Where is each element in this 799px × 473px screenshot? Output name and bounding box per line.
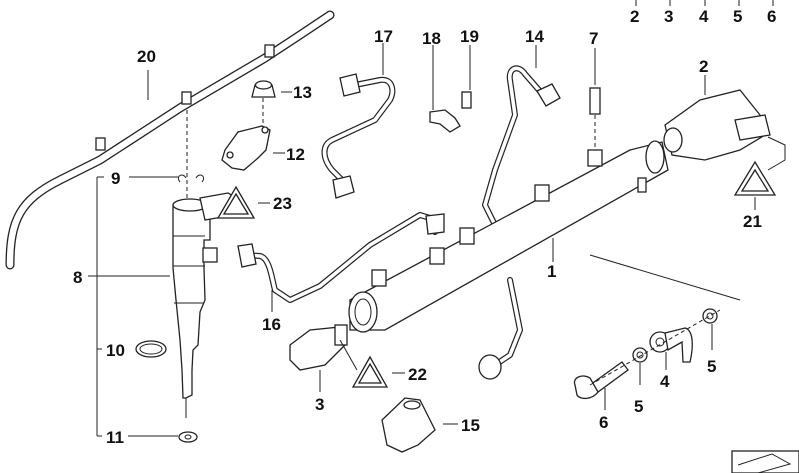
part-20-return-hose[interactable] bbox=[5, 10, 335, 270]
part-9-clip[interactable] bbox=[177, 174, 205, 183]
header-callout-6: 6 bbox=[767, 7, 777, 26]
part-12-bracket[interactable] bbox=[221, 125, 285, 171]
part-6-banjo-bolt[interactable] bbox=[573, 361, 629, 410]
callout-17[interactable]: 17 bbox=[374, 27, 393, 46]
callout-15[interactable]: 15 bbox=[461, 416, 480, 435]
callout-4[interactable]: 4 bbox=[660, 372, 670, 391]
part-18-holder[interactable] bbox=[429, 45, 461, 133]
part-21-warning-symbol[interactable] bbox=[733, 160, 777, 210]
part-5-sealing-ring-a[interactable] bbox=[632, 347, 648, 385]
callout-7[interactable]: 7 bbox=[589, 29, 599, 48]
callout-21[interactable]: 21 bbox=[743, 212, 762, 231]
part-11-washer[interactable] bbox=[178, 431, 198, 443]
callout-6[interactable]: 6 bbox=[599, 413, 609, 432]
group-bracket-8-11 bbox=[88, 176, 178, 437]
part-23-warning-symbol[interactable] bbox=[216, 185, 270, 219]
callout-1[interactable]: 1 bbox=[547, 262, 557, 281]
header-callout-5: 5 bbox=[733, 7, 743, 26]
callout-18[interactable]: 18 bbox=[422, 29, 441, 48]
part-3-pressure-sensor[interactable] bbox=[289, 324, 358, 392]
callout-5-left[interactable]: 5 bbox=[634, 397, 644, 416]
callout-16[interactable]: 16 bbox=[262, 315, 281, 334]
part-17-pipe[interactable] bbox=[321, 43, 396, 199]
header-callout-2: 2 bbox=[630, 7, 640, 26]
callout-14[interactable]: 14 bbox=[525, 27, 544, 46]
callout-5-right[interactable]: 5 bbox=[707, 357, 717, 376]
part-13-nut[interactable] bbox=[251, 80, 292, 98]
callout-10[interactable]: 10 bbox=[106, 341, 125, 360]
callout-11[interactable]: 11 bbox=[106, 428, 124, 447]
callout-8[interactable]: 8 bbox=[73, 268, 83, 287]
part-19-screw[interactable] bbox=[461, 45, 472, 109]
part-7-screw[interactable] bbox=[589, 48, 601, 115]
part-10-oring[interactable] bbox=[135, 340, 167, 358]
header-ticks bbox=[635, 0, 774, 6]
part-15-protective-cap[interactable] bbox=[381, 397, 458, 453]
callout-19[interactable]: 19 bbox=[460, 27, 479, 46]
callout-2[interactable]: 2 bbox=[699, 57, 709, 76]
header-callout-4: 4 bbox=[699, 7, 709, 26]
part-4-banjo-fitting[interactable] bbox=[649, 327, 693, 370]
part-14-lower-pipe[interactable] bbox=[478, 277, 523, 380]
part-8-injector[interactable] bbox=[172, 192, 235, 418]
callout-23[interactable]: 23 bbox=[273, 194, 292, 213]
callout-22[interactable]: 22 bbox=[408, 365, 427, 384]
part-22-warning-symbol[interactable] bbox=[351, 355, 405, 388]
part-1-fuel-rail[interactable] bbox=[348, 140, 741, 333]
part-14-pipe[interactable] bbox=[482, 45, 561, 228]
callout-20[interactable]: 20 bbox=[137, 47, 156, 66]
part-16-pipe[interactable] bbox=[237, 212, 445, 312]
callout-12[interactable]: 12 bbox=[286, 145, 305, 164]
part-2-pressure-valve[interactable] bbox=[663, 75, 786, 171]
diagram-index-box-icon bbox=[731, 450, 799, 473]
callout-9[interactable]: 9 bbox=[111, 169, 121, 188]
callout-13[interactable]: 13 bbox=[293, 83, 312, 102]
callout-3[interactable]: 3 bbox=[315, 395, 325, 414]
header-callout-3: 3 bbox=[664, 7, 674, 26]
part-5-sealing-ring-b[interactable] bbox=[702, 308, 718, 350]
